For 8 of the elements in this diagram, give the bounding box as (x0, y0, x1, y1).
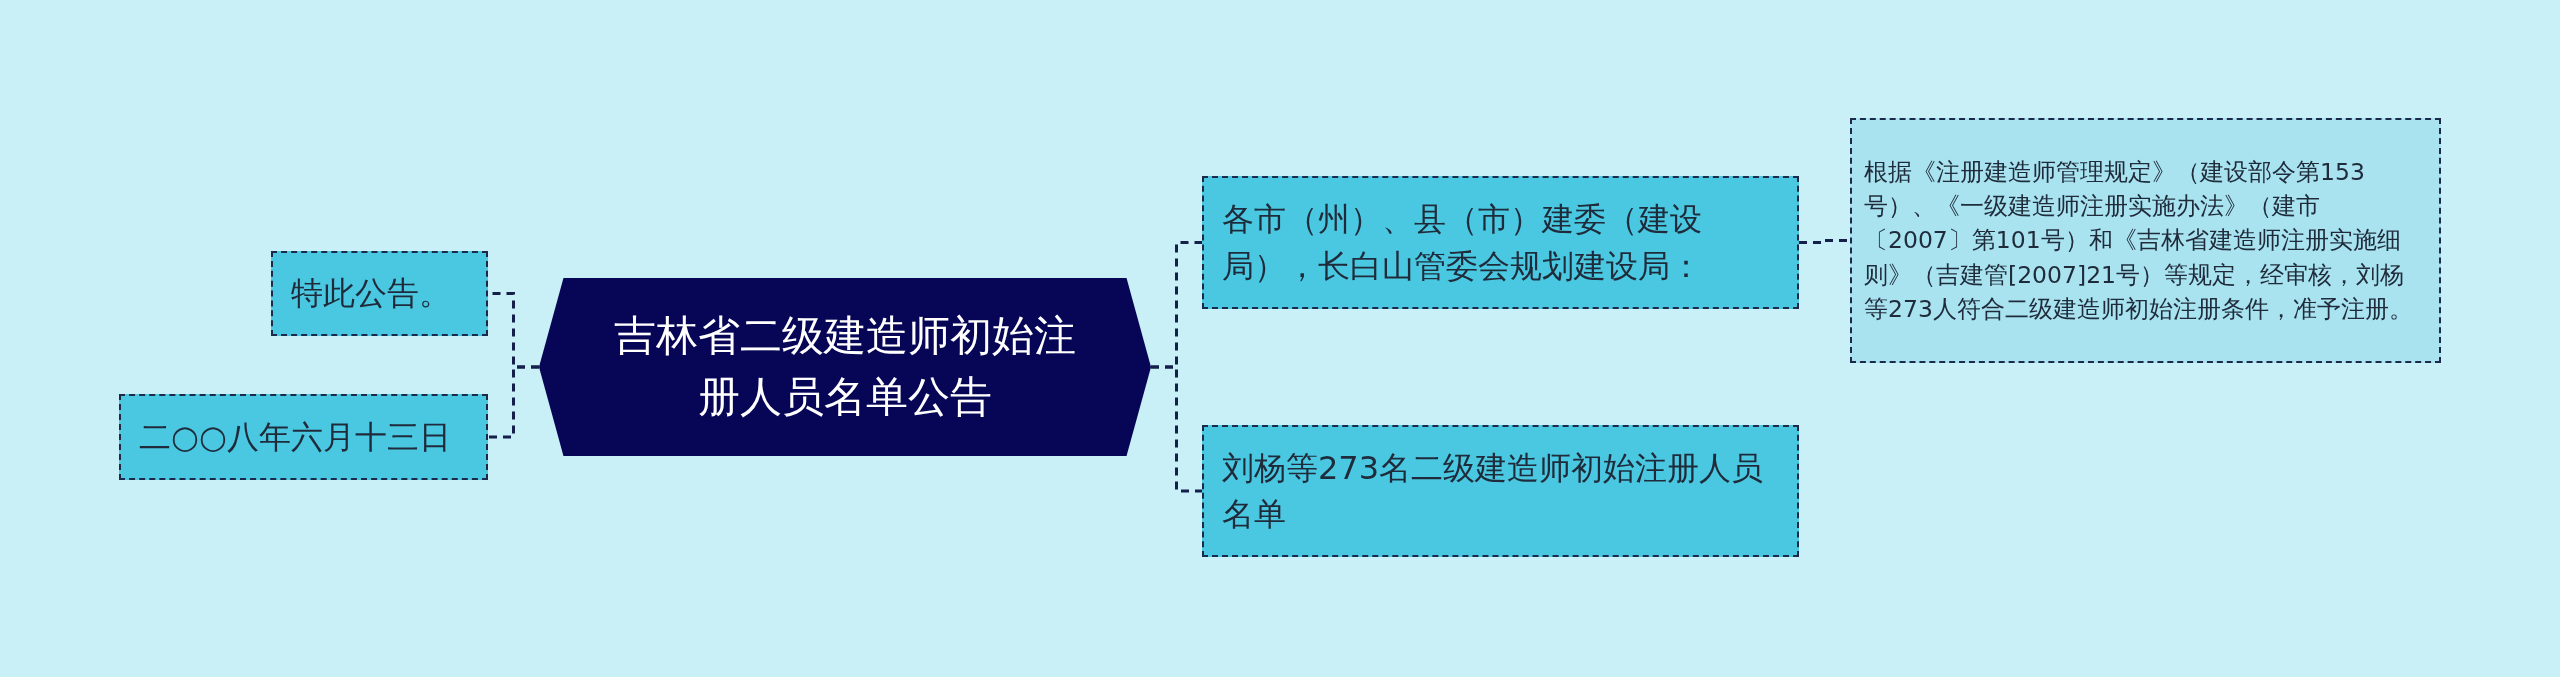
topic-box: 各市（州）、县（市）建委（建设局），长白山管委会规划建设局： (1202, 176, 1799, 309)
connector-line (1799, 239, 1850, 244)
note-box: 根据《注册建造师管理规定》（建设部令第153号）、《一级建造师注册实施办法》（建市〔2007〕第101号）和《吉林省建造师注册实施细则》（吉建管[2007]21号）等规定，经审核，刘杨等273人符合二级建造师初始注册条件，准予注册。 (1850, 118, 2441, 363)
connector-line (1151, 365, 1202, 493)
connector-line (488, 365, 539, 439)
topic-box: 二○○八年六月十三日 (119, 394, 488, 480)
topic-box: 特此公告。 (271, 251, 488, 336)
topic-box: 刘杨等273名二级建造师初始注册人员名单 (1202, 425, 1799, 557)
